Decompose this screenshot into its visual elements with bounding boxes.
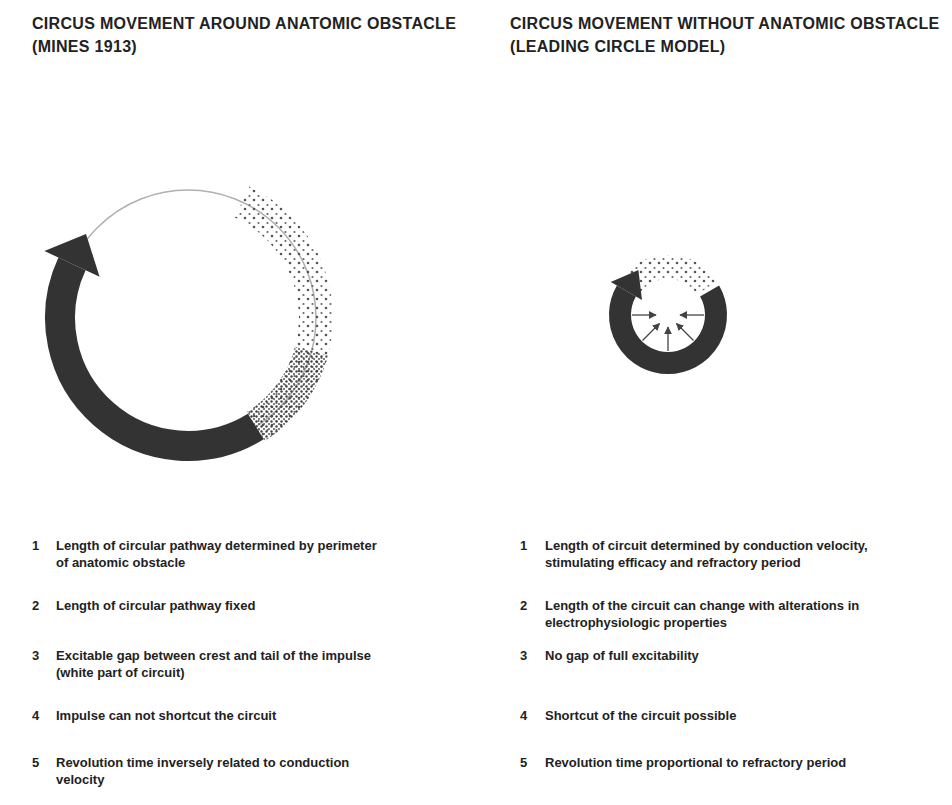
item-number: 5 [32, 755, 52, 772]
item-number: 4 [520, 708, 540, 725]
item-number: 4 [32, 708, 52, 725]
item-number: 1 [32, 538, 52, 555]
leading-circle [611, 267, 716, 363]
item-text: Shortcut of the circuit possible [545, 708, 940, 725]
item-number: 3 [520, 648, 540, 665]
item-text: Excitable gap between crest and tail of … [56, 648, 386, 682]
item-text: No gap of full excitability [545, 648, 940, 665]
item-text: Revolution time proportional to refracto… [545, 755, 940, 772]
item-text: Length of circular pathway determined by… [56, 538, 386, 572]
item-number: 2 [520, 598, 540, 615]
item-text: Length of circuit determined by conducti… [545, 538, 940, 572]
anatomic-circuit [44, 190, 316, 446]
item-number: 2 [32, 598, 52, 615]
item-text: Length of circular pathway fixed [56, 598, 386, 615]
item-text: Revolution time inversely related to con… [56, 755, 386, 789]
item-number: 1 [520, 538, 540, 555]
item-number: 5 [520, 755, 540, 772]
item-text: Impulse can not shortcut the circuit [56, 708, 386, 725]
item-text: Length of the circuit can change with al… [545, 598, 940, 632]
item-number: 3 [32, 648, 52, 665]
column-heading: CIRCUS MOVEMENT WITHOUT ANATOMIC OBSTACL… [510, 12, 940, 58]
column-heading: CIRCUS MOVEMENT AROUND ANATOMIC OBSTACLE… [32, 12, 472, 58]
